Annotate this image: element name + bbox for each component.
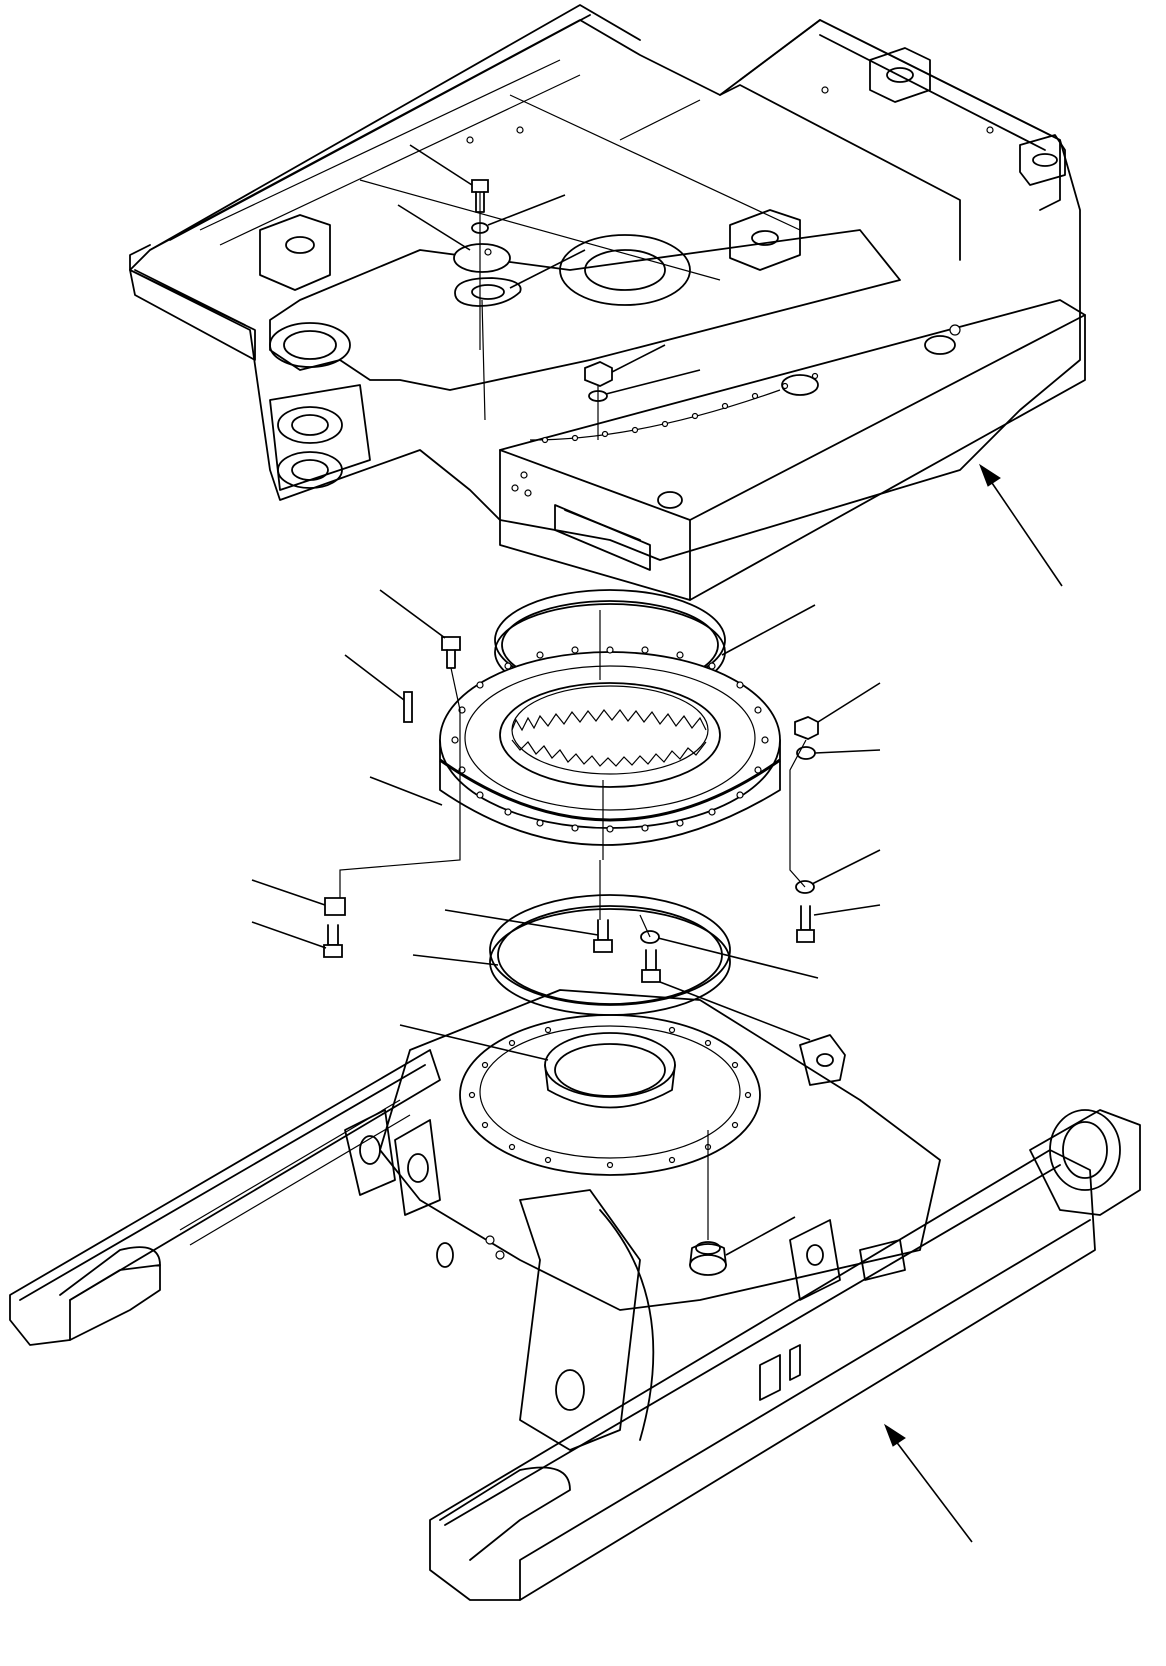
- leader-dowel-pin: [344, 654, 405, 701]
- lower-seal-ring: [489, 894, 731, 1016]
- leader-cover-plate: [397, 204, 471, 251]
- leader-nut-frame: [611, 344, 666, 373]
- dowel-pin: [403, 691, 413, 723]
- assembly-lines: [339, 192, 807, 1240]
- leader-bolt-right: [813, 904, 881, 916]
- cover-plate: [453, 243, 511, 273]
- arrow-track-frame: [883, 1423, 973, 1543]
- bolt-left-lower: [323, 924, 343, 958]
- bolt-left: [441, 636, 461, 669]
- leader-washer-center: [657, 937, 819, 979]
- track-frame-bolt-holes: [468, 1026, 752, 1169]
- center-collar: [544, 1032, 676, 1109]
- bolt-center: [593, 919, 613, 953]
- leader-center-collar: [399, 1024, 549, 1061]
- swing-circle: [439, 646, 781, 846]
- leader-washer-top: [487, 194, 566, 226]
- nut-right: [794, 716, 819, 740]
- leader-bolt-center-2: [659, 981, 811, 1041]
- leader-washer-right-lower: [811, 849, 881, 885]
- revolving-frame: [129, 4, 1086, 601]
- bolt-center-2: [641, 949, 661, 983]
- leader-bolt-center: [444, 909, 599, 936]
- frame-bolt-holes: [541, 372, 819, 444]
- leader-spacer-left: [251, 879, 326, 906]
- nut-frame: [584, 361, 613, 387]
- leader-washer-right: [814, 749, 881, 754]
- track-frame: [9, 989, 1141, 1601]
- gasket: [454, 277, 522, 307]
- leader-lines: [251, 144, 881, 1256]
- leader-upper-seal: [721, 604, 816, 656]
- leader-bolt-left: [379, 589, 446, 639]
- bolt-right: [796, 905, 815, 943]
- leader-lower-seal: [412, 954, 499, 966]
- leader-gasket: [509, 249, 586, 289]
- leader-washer-frame: [605, 369, 701, 395]
- leader-nut-right: [817, 682, 881, 723]
- leader-swing-circle: [369, 776, 443, 806]
- plug: [689, 1241, 727, 1276]
- leader-bolt-top: [409, 144, 473, 186]
- arrow-revolving-frame: [978, 463, 1063, 587]
- leader-bolt-left-lower: [251, 921, 327, 949]
- spacer-left: [324, 897, 346, 916]
- leader-plug: [725, 1216, 796, 1256]
